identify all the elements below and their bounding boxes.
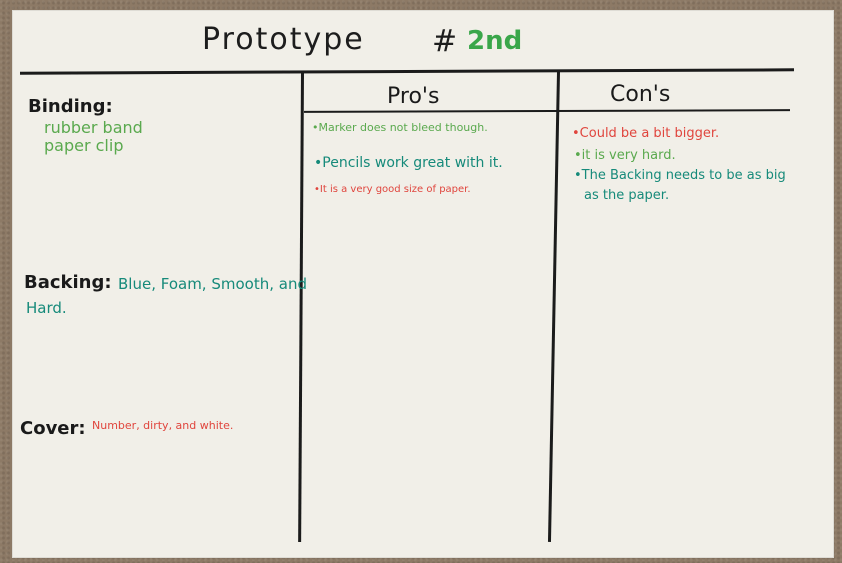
backing-text-line2: Hard.: [26, 299, 67, 317]
cover-label: Cover:: [20, 418, 86, 439]
cover-text: Number, dirty, and white.: [92, 419, 234, 432]
pros-item-3: •It is a very good size of paper.: [314, 184, 471, 195]
binding-item-1: rubber band: [44, 118, 143, 137]
column-heading-underline: [303, 109, 791, 113]
pros-heading: Pro's: [387, 84, 440, 109]
cons-item-3-continued: as the paper.: [584, 188, 670, 203]
title-text: Prototype: [202, 22, 365, 57]
cons-item-2: •it is very hard.: [574, 148, 676, 163]
title-hash: #: [432, 24, 458, 59]
column-divider-right: [547, 71, 560, 542]
pros-item-2: •Pencils work great with it.: [314, 155, 503, 171]
binding-item-2: paper clip: [44, 136, 124, 155]
poster-paper: Prototype # 2nd Pro's Con's Binding: rub…: [12, 10, 834, 558]
column-divider-left: [298, 71, 304, 543]
title-number: 2nd: [467, 26, 523, 56]
cons-item-1: •Could be a bit bigger.: [572, 126, 720, 141]
backing-label: Backing:: [24, 272, 112, 293]
cons-item-3: •The Backing needs to be as big: [574, 168, 786, 183]
cons-heading: Con's: [610, 82, 671, 107]
binding-label: Binding:: [28, 96, 113, 117]
header-rule: [19, 68, 795, 75]
pros-item-1: •Marker does not bleed though.: [312, 121, 488, 134]
backing-text-line1: Blue, Foam, Smooth, and: [118, 275, 307, 293]
